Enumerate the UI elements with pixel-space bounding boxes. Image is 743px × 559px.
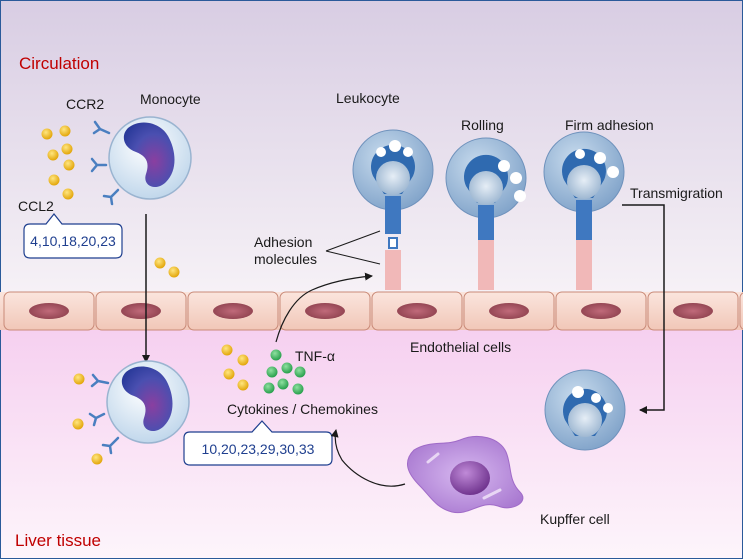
endothelial-nucleus xyxy=(121,303,161,319)
endothelial-cell xyxy=(187,291,279,331)
kupffer-cell xyxy=(406,436,524,514)
leukocyte-firm-adhesion xyxy=(543,131,625,290)
cytokine-to-adhesion-arrow xyxy=(275,272,373,343)
ccl2-chemokine-cluster xyxy=(41,125,75,200)
endothelial-layer xyxy=(0,291,743,331)
endothelial-cell xyxy=(647,291,739,331)
leukocyte-label: Leukocyte xyxy=(336,90,400,106)
ccl2-label: CCL2 xyxy=(18,198,54,214)
transmigration-arrow xyxy=(622,204,665,414)
endothelial-cells-label: Endothelial cells xyxy=(410,339,511,355)
monocyte-circulating xyxy=(90,116,192,206)
endothelial-cell xyxy=(371,291,463,331)
endothelial-nucleus xyxy=(489,303,529,319)
tnf-alpha-cluster xyxy=(263,349,306,395)
adhesion-label-line1: Adhesion xyxy=(254,234,312,250)
rolling-label: Rolling xyxy=(461,117,504,133)
chemokine-dot xyxy=(154,257,166,269)
leukocyte-rolling xyxy=(445,137,527,290)
transmigration-label: Transmigration xyxy=(630,185,723,201)
kupffer-to-cytokine-arrow xyxy=(330,429,406,487)
adhesion-label-line2: molecules xyxy=(254,251,317,267)
endothelial-cell xyxy=(739,292,743,330)
leukocyte-transmigrated xyxy=(544,369,626,451)
kupffer-cell-label: Kupffer cell xyxy=(540,511,610,527)
monocyte-tissue xyxy=(72,360,190,465)
endothelial-cell xyxy=(463,291,555,331)
endothelial-cell xyxy=(95,291,187,331)
endothelial-nucleus xyxy=(581,303,621,319)
endothelial-nucleus xyxy=(397,303,437,319)
endothelial-nucleus xyxy=(305,303,345,319)
ccl2-reference-box: 4,10,18,20,23 xyxy=(23,213,123,259)
endothelial-cell xyxy=(3,291,95,331)
endothelial-cell-row xyxy=(3,291,743,331)
tissue-chemokine-cluster xyxy=(221,344,249,391)
endothelial-cell xyxy=(279,291,371,331)
liver-tissue-label: Liver tissue xyxy=(15,531,101,550)
leukocyte-tethered xyxy=(352,129,434,290)
endothelial-nucleus xyxy=(213,303,253,319)
adhesion-pointer-lines xyxy=(325,230,381,265)
ccr2-label: CCR2 xyxy=(66,96,104,112)
endothelial-nucleus xyxy=(29,303,69,319)
ccr2-receptors xyxy=(90,120,120,206)
chemokine-dot xyxy=(168,266,180,278)
cytokine-reference-box: 10,20,23,29,30,33 xyxy=(183,420,333,466)
circulation-label: Circulation xyxy=(19,54,99,73)
monocyte-label: Monocyte xyxy=(140,91,201,107)
endothelial-nucleus xyxy=(673,303,713,319)
cytokine-reference-text: 10,20,23,29,30,33 xyxy=(202,441,315,457)
ccl2-reference-text: 4,10,18,20,23 xyxy=(30,233,116,249)
tnf-alpha-label: TNF-α xyxy=(295,348,335,364)
cytokines-label: Cytokines / Chemokines xyxy=(227,401,378,417)
endothelial-cell xyxy=(555,291,647,331)
firm-adhesion-label: Firm adhesion xyxy=(565,117,654,133)
